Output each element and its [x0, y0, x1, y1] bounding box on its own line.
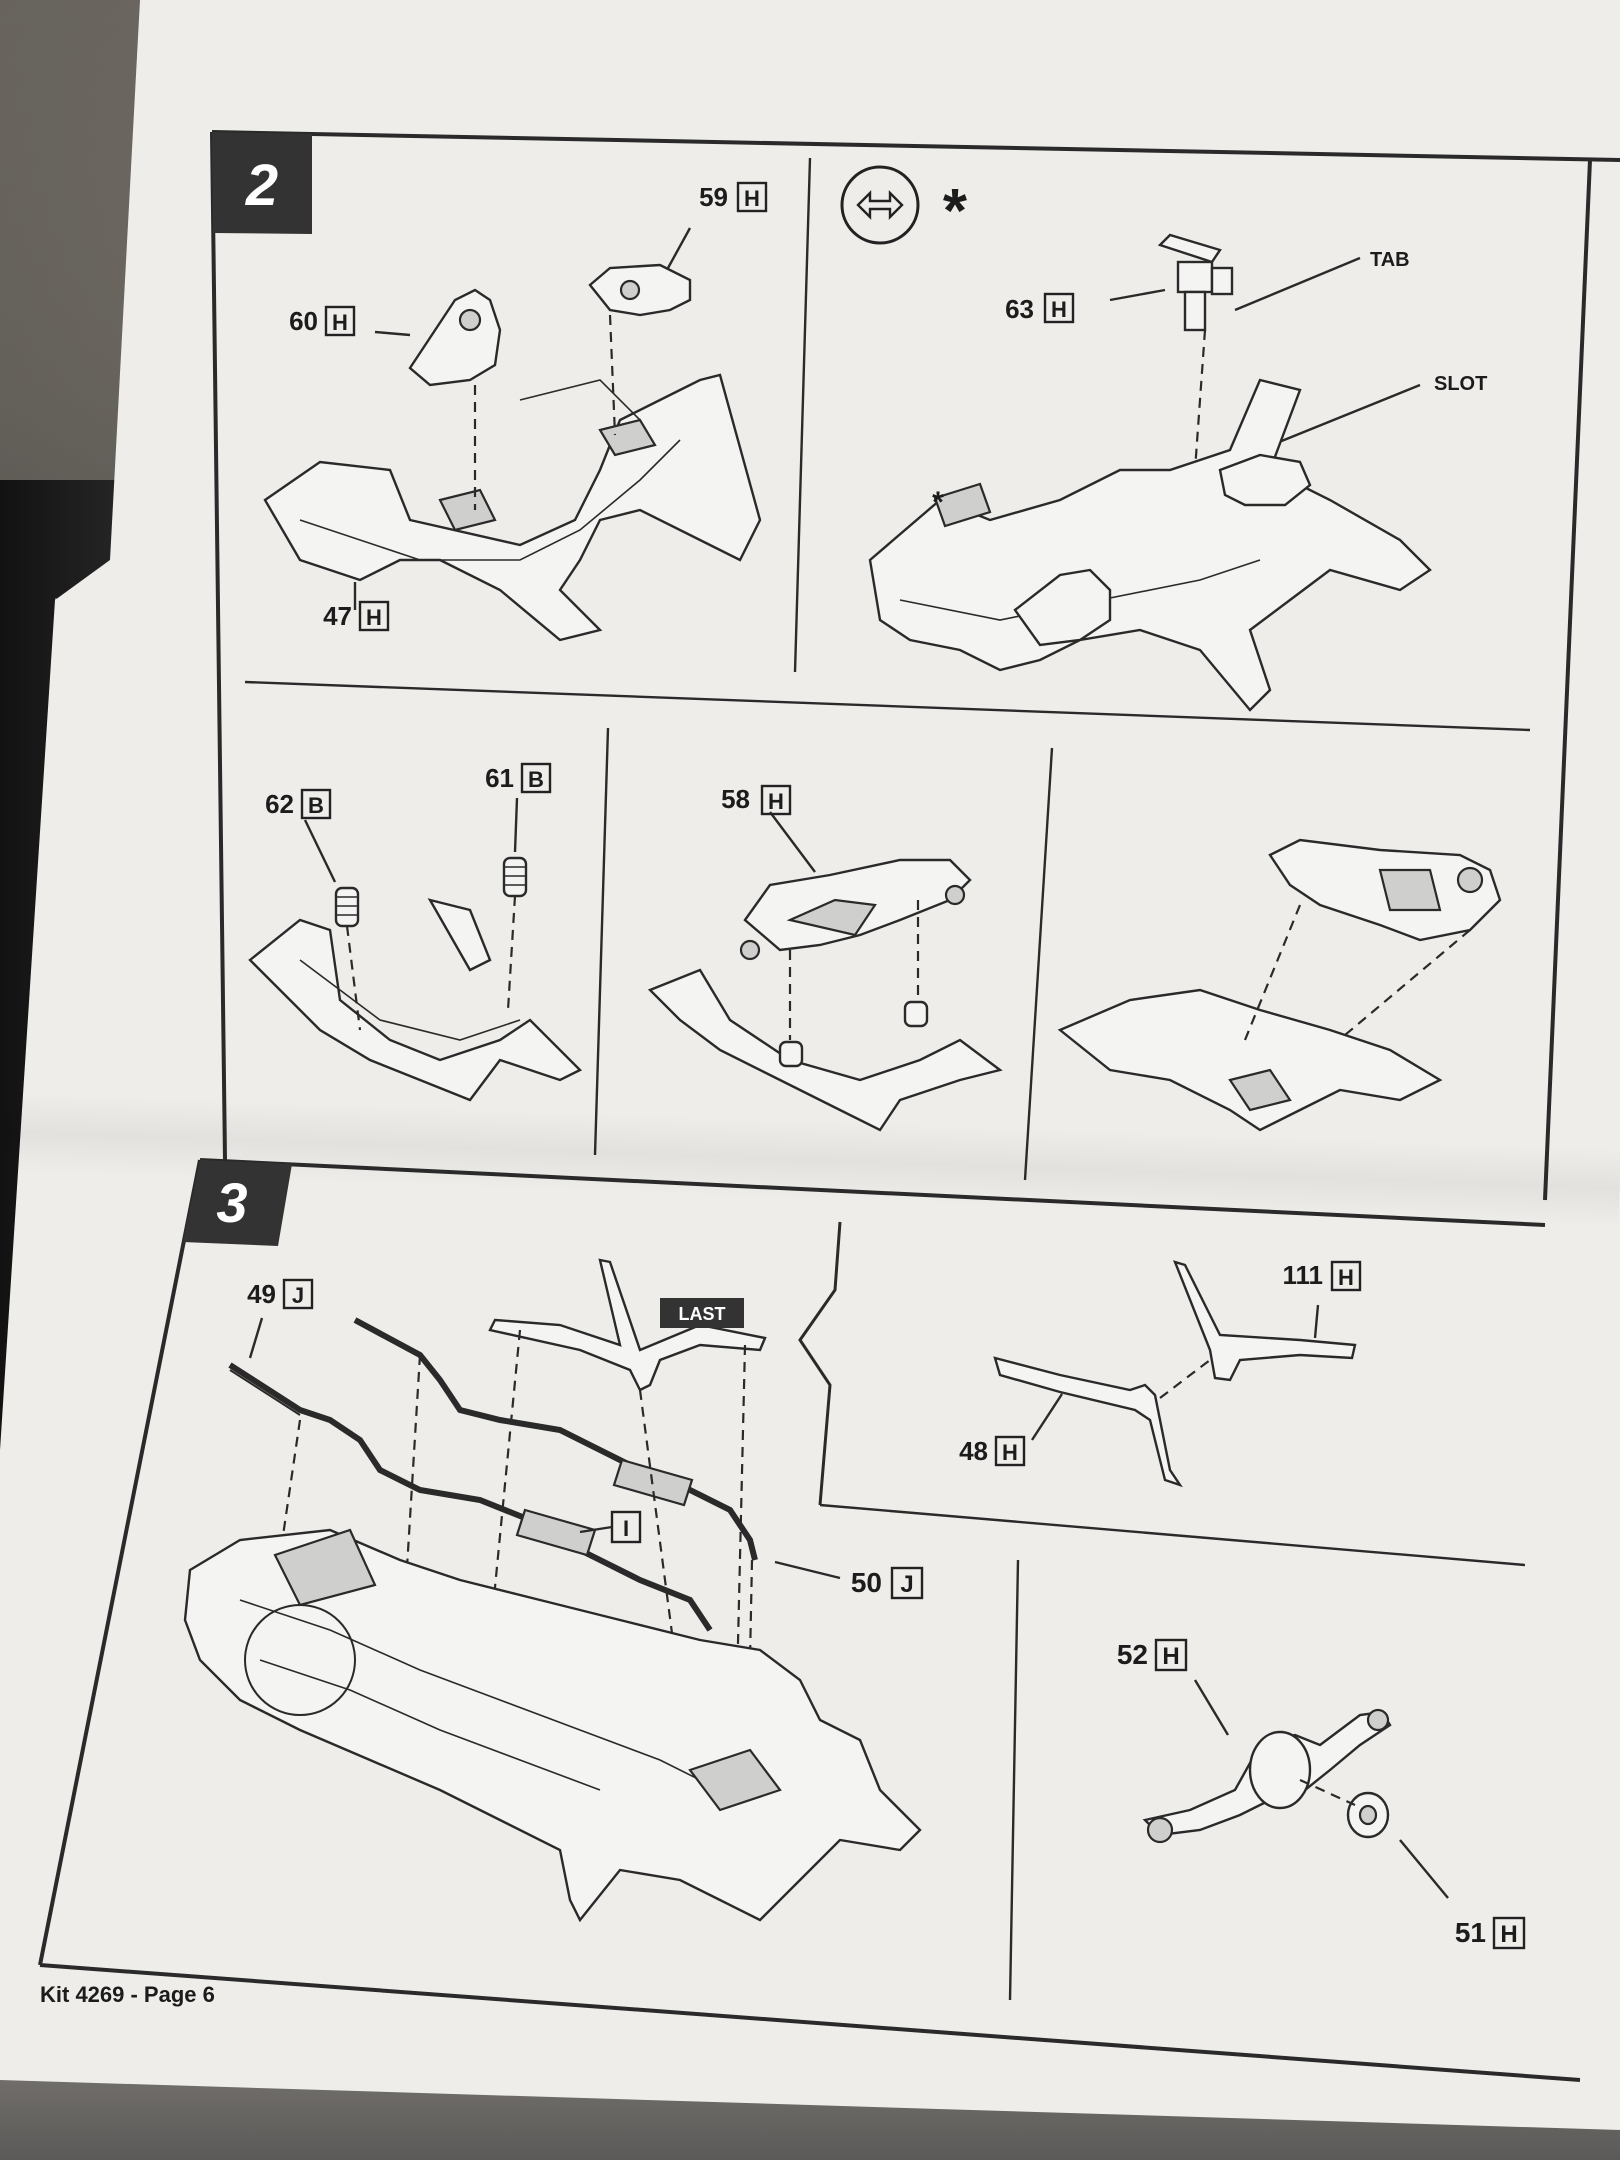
svg-text:52: 52	[1117, 1639, 1148, 1670]
chassis-frame-drawing	[183, 1528, 922, 1923]
front-frame-drawing	[263, 373, 762, 642]
callout-59: 59 H	[699, 181, 768, 213]
slot-label: SLOT	[1434, 373, 1487, 395]
asterisk-marker: *	[932, 486, 944, 519]
svg-text:J: J	[900, 1571, 913, 1598]
steering-part-63	[1157, 233, 1234, 332]
rear-axle-52	[1142, 1708, 1392, 1844]
page-footer: Kit 4269 - Page 6	[40, 1982, 215, 2007]
callout-51: 51 H	[1455, 1916, 1526, 1950]
muffler-I-front	[515, 1508, 597, 1557]
callout-I: I	[610, 1510, 642, 1544]
svg-text:B: B	[308, 793, 324, 818]
svg-text:J: J	[292, 1283, 304, 1308]
callout-60: 60 H	[289, 305, 356, 337]
svg-text:47: 47	[323, 601, 352, 631]
svg-text:H: H	[1002, 1440, 1018, 1465]
crossmember-48	[993, 1356, 1183, 1488]
callout-111: 111 H	[1282, 1260, 1362, 1292]
callout-49: 49 J	[247, 1278, 314, 1310]
crossmember-111	[1172, 1260, 1357, 1382]
svg-text:61: 61	[485, 763, 514, 793]
step-2-frame	[210, 130, 1620, 1201]
callout-58: 58 H	[721, 784, 792, 816]
upper-control-arm-59	[588, 263, 692, 317]
svg-text:50: 50	[851, 1567, 882, 1598]
asterisk-symbol: *	[943, 177, 968, 246]
svg-text:H: H	[366, 605, 382, 630]
exhaust-pipe-49	[228, 1362, 713, 1632]
steering-assembly-drawing	[1268, 838, 1502, 942]
step-2-number: 2	[245, 153, 278, 218]
svg-text:H: H	[768, 789, 784, 814]
step-3-frame	[38, 1158, 1581, 2082]
step-2-badge: 2	[212, 132, 312, 234]
exhaust-pipe-50	[353, 1317, 758, 1561]
svg-text:58: 58	[721, 784, 750, 814]
callout-62: 62 B	[265, 788, 332, 820]
coil-spring-62	[334, 886, 360, 928]
svg-text:H: H	[1338, 1265, 1354, 1290]
step-3-number: 3	[216, 1171, 247, 1234]
svg-text:48: 48	[959, 1436, 988, 1466]
callout-52: 52 H	[1117, 1638, 1188, 1672]
lower-arm-assembly-58	[739, 858, 972, 961]
last-tag: LAST	[660, 1298, 744, 1328]
svg-text:H: H	[1051, 297, 1067, 322]
coil-spring-61	[502, 856, 528, 898]
frame-steering-target	[1057, 988, 1443, 1132]
mirror-symbol-icon	[840, 165, 920, 245]
crossmember-last	[488, 1258, 767, 1392]
svg-text:H: H	[332, 310, 348, 335]
svg-text:I: I	[623, 1516, 629, 1541]
callout-61: 61 B	[485, 762, 552, 794]
tab-label: TAB	[1370, 249, 1410, 271]
differential-cover-51	[1346, 1791, 1390, 1839]
svg-text:51: 51	[1455, 1917, 1486, 1948]
svg-text:59: 59	[699, 182, 728, 212]
svg-text:49: 49	[247, 1279, 276, 1309]
svg-text:63: 63	[1005, 294, 1034, 324]
frame-with-springs	[647, 968, 1003, 1132]
step-3-badge: 3	[183, 1160, 292, 1246]
svg-text:H: H	[744, 186, 760, 211]
callout-48: 48 H	[959, 1435, 1026, 1467]
upper-control-arm-60	[408, 288, 502, 387]
svg-text:62: 62	[265, 789, 294, 819]
svg-text:B: B	[528, 767, 544, 792]
front-frame-springs	[248, 898, 583, 1102]
svg-text:H: H	[1500, 1921, 1517, 1948]
svg-text:LAST: LAST	[679, 1304, 726, 1324]
frame-assembled-drawing	[868, 378, 1432, 712]
callout-50: 50 J	[851, 1566, 924, 1600]
svg-text:111: 111	[1282, 1260, 1323, 1290]
svg-text:60: 60	[289, 306, 318, 336]
callout-47: 47 H	[323, 600, 390, 632]
svg-text:H: H	[1162, 1643, 1179, 1670]
callout-63: 63 H	[1005, 292, 1075, 324]
